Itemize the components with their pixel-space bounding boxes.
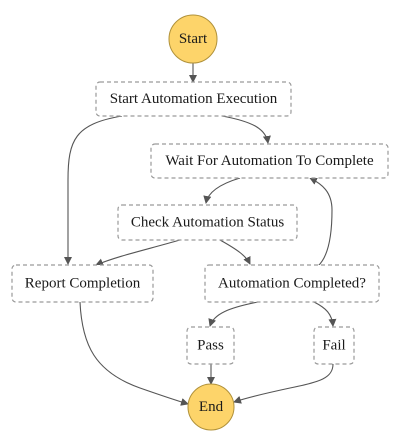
- fail-label: Fail: [322, 338, 345, 354]
- edge-check-to-report: [95, 239, 181, 267]
- edge-check-to-automation-completed: [219, 239, 251, 265]
- start-label: Start: [179, 31, 208, 47]
- edge-wait-to-check: [203, 177, 241, 204]
- fail-node: Fail: [313, 326, 355, 365]
- check-automation-status-node: Check Automation Status: [117, 204, 298, 241]
- edges: [64, 63, 337, 406]
- edge-automation-completed-to-pass: [208, 301, 259, 327]
- wait-for-automation-node: Wait For Automation To Complete: [150, 143, 389, 179]
- edge-automation-completed-to-wait: [309, 177, 333, 267]
- report-completion-node: Report Completion: [11, 264, 154, 303]
- end-node: End: [187, 383, 235, 431]
- start-node: Start: [168, 14, 218, 64]
- pass-node: Pass: [186, 326, 235, 365]
- automation-completed-node: Automation Completed?: [204, 264, 380, 303]
- start-automation-execution-label: Start Automation Execution: [110, 91, 278, 107]
- edge-fail-to-end: [233, 363, 334, 404]
- pass-label: Pass: [197, 338, 224, 354]
- start-automation-execution-node: Start Automation Execution: [95, 81, 292, 117]
- edge-start-automation-to-report: [64, 115, 123, 265]
- edge-report-to-end: [79, 301, 189, 406]
- edge-automation-completed-to-fail: [313, 301, 337, 327]
- end-label: End: [199, 399, 224, 415]
- wait-for-automation-label: Wait For Automation To Complete: [165, 153, 374, 169]
- check-automation-status-label: Check Automation Status: [131, 215, 284, 231]
- edge-start-automation-to-wait: [221, 115, 271, 144]
- automation-completed-label: Automation Completed?: [218, 276, 366, 292]
- report-completion-label: Report Completion: [25, 276, 141, 292]
